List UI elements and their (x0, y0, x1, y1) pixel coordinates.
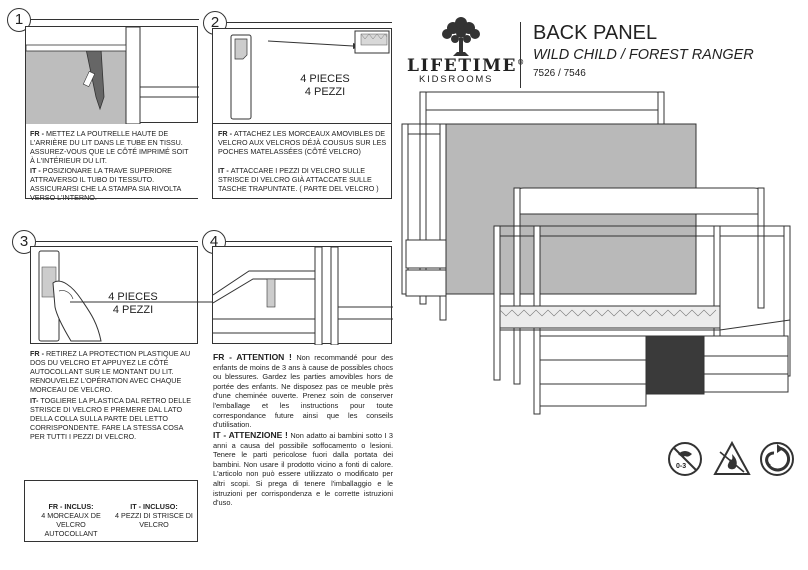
step-1-left-rule (25, 123, 26, 198)
page-title: BACK PANEL (533, 22, 658, 44)
step-3-it-label: IT- (30, 396, 41, 405)
step-1-it-text: IT - POSIZIONARE LA TRAVE SUPERIORE ATTR… (30, 166, 193, 202)
step-3-fr-body: RETIREZ LA PROTECTION PLASTIQUE AU DOS D… (30, 349, 191, 394)
included-fr-label: FR - INCLUS: (48, 502, 94, 511)
warning-fr: FR - ATTENTION ! Non recommandé pour des… (213, 352, 394, 430)
fire-warning-icon (712, 440, 752, 478)
step-3-it-body: TOGLIERE LA PLASTICA DAL RETRO DELLE STR… (30, 396, 191, 441)
step-2-illustration: 4 PIECES 4 PEZZI (212, 28, 392, 124)
step-1-fr-text: FR - METTEZ LA POUTRELLE HAUTE DE L'ARRI… (30, 129, 193, 165)
step-2-fr-text: FR - ATTACHEZ LES MORCEAUX AMOVIBLES DE … (218, 129, 388, 156)
included-it-text: 4 PEZZI DI STRISCE DI VELCRO (115, 511, 193, 529)
step-1-number: 1 (7, 8, 31, 32)
step-3-it-text: IT- TOGLIERE LA PLASTICA DAL RETRO DELLE… (30, 396, 198, 441)
step-3-illustration: 4 PIECES 4 PEZZI (30, 246, 198, 344)
included-box: FR - INCLUS: 4 MORCEAUX DE VELCRO AUTOCO… (24, 480, 198, 542)
step-3-pieces-it: 4 PEZZI (112, 304, 154, 316)
step-2-it-body: ATTACCARE I PEZZI DI VELCRO SULLE STRISC… (218, 166, 379, 193)
step-1-fr-label: FR - (30, 129, 46, 138)
step-2-pieces-it: 4 PEZZI (304, 86, 346, 98)
step-1-bottom-rule (25, 198, 198, 199)
tree-icon (442, 17, 480, 56)
included-it-label: IT - INCLUSO: (130, 502, 178, 511)
page-subtitle: WILD CHILD / FOREST RANGER (533, 47, 754, 63)
step-3-pieces-fr: 4 PIECES (108, 291, 158, 303)
brand-registered: ® (517, 57, 526, 67)
warning-fr-title: FR - ATTENTION ! (213, 352, 292, 362)
step-1-it-label: IT - (30, 166, 43, 175)
warning-fr-body: Non recommandé pour des enfants de moins… (213, 353, 394, 430)
step-1-illustration (25, 26, 199, 124)
brand-name: LIFETIME® (407, 56, 526, 76)
small-parts-age-warning-icon: 0-3 (666, 440, 704, 478)
warning-it-title: IT - ATTENZIONE ! (213, 430, 288, 440)
step-1-fr-body: METTEZ LA POUTRELLE HAUTE DE L'ARRIÈRE D… (30, 129, 189, 165)
included-fr-text: 4 MORCEAUX DE VELCRO AUTOCOLLANT (41, 511, 101, 538)
step-3-top-rule (36, 241, 198, 242)
product-codes: 7526 / 7546 (533, 68, 586, 79)
brand-logo: LIFETIME® KIDSROOMS (405, 14, 524, 85)
step-3-fr-label: FR - (30, 349, 46, 358)
step-2-fr-body: ATTACHEZ LES MORCEAUX AMOVIBLES DE VELCR… (218, 129, 387, 156)
step-2-top-rule (227, 22, 392, 23)
included-fr: FR - INCLUS: 4 MORCEAUX DE VELCRO AUTOCO… (31, 502, 111, 538)
step-2-bottom-rule (212, 198, 392, 199)
age-label: 0-3 (676, 463, 687, 470)
step-2-it-label: IT - (218, 166, 231, 175)
step-4-top-rule (226, 241, 392, 242)
step-3-fr-text: FR - RETIREZ LA PROTECTION PLASTIQUE AU … (30, 349, 198, 394)
warning-it-body: Non adatto ai bambini sotto I 3 anni a c… (213, 431, 393, 508)
brand-word: LIFETIME (407, 56, 518, 76)
step-2-it-text: IT - ATTACCARE I PEZZI DI VELCRO SULLE S… (218, 166, 388, 193)
step-2-pieces-fr: 4 PIECES (300, 73, 350, 85)
step-2-right-rule (391, 124, 392, 198)
back-bed (401, 91, 697, 321)
header-divider (520, 22, 521, 88)
warning-it: IT - ATTENZIONE ! Non adatto ai bambini … (213, 430, 393, 508)
front-bed (493, 187, 791, 415)
included-it: IT - INCLUSO: 4 PEZZI DI STRISCE DI VELC… (115, 502, 193, 529)
recycle-icon (758, 440, 796, 478)
step-2-left-rule (212, 124, 213, 198)
step-4-illustration (212, 246, 393, 345)
step-2-fr-label: FR - (218, 129, 234, 138)
brand-sub: KIDSROOMS (419, 74, 494, 85)
step-1-top-rule (31, 19, 199, 20)
step-1-it-body: POSIZIONARE LA TRAVE SUPERIORE ATTRAVERS… (30, 166, 181, 202)
